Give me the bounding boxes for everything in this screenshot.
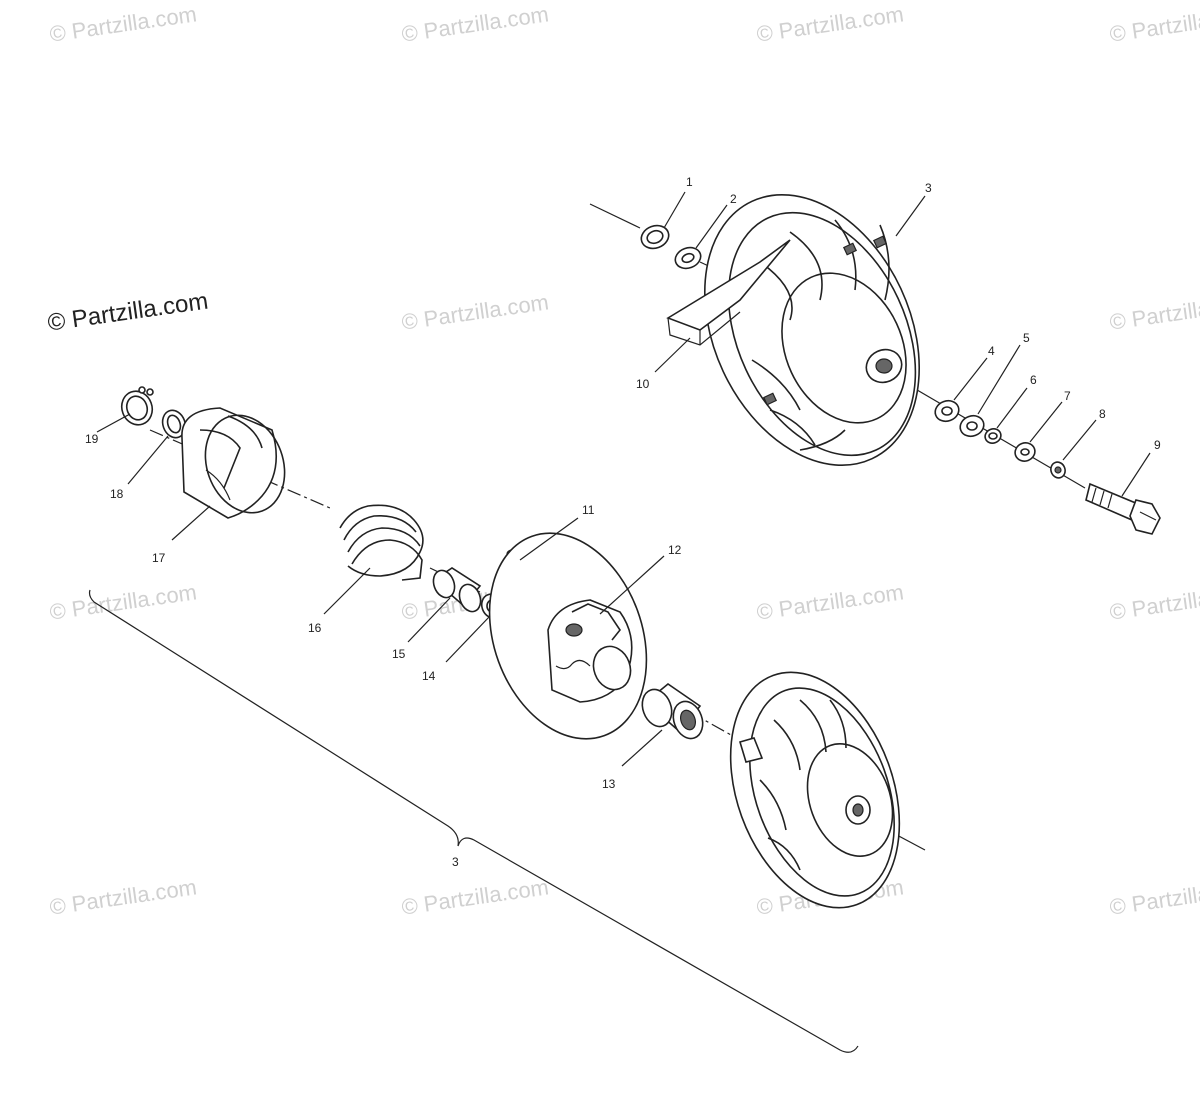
callout-6: 6 bbox=[1030, 373, 1037, 387]
stationary-sheave bbox=[729, 671, 901, 909]
callout-14: 14 bbox=[422, 669, 436, 683]
callout-15: 15 bbox=[392, 647, 406, 661]
part-3-sheave bbox=[704, 194, 920, 466]
callout-10: 10 bbox=[636, 377, 650, 391]
upper-assembly bbox=[589, 194, 1161, 535]
part-10-wear-pad bbox=[666, 239, 791, 346]
callout-18: 18 bbox=[110, 487, 124, 501]
part-1-bushing bbox=[640, 224, 670, 250]
part-16-spring bbox=[339, 504, 424, 581]
callout-13: 13 bbox=[602, 777, 616, 791]
part-15-bushing bbox=[432, 567, 482, 613]
callout-19: 19 bbox=[85, 432, 99, 446]
part-12-roller-hub bbox=[547, 599, 633, 703]
part-18-washer bbox=[161, 409, 187, 439]
part-6-oring bbox=[984, 428, 1002, 444]
callout-12: 12 bbox=[668, 543, 682, 557]
callout-1: 1 bbox=[686, 175, 693, 189]
callout-5: 5 bbox=[1023, 331, 1030, 345]
part-2-washer bbox=[674, 246, 702, 270]
callout-11: 11 bbox=[582, 503, 595, 517]
part-13-bearing bbox=[641, 683, 704, 740]
leader-lines bbox=[96, 191, 1151, 767]
part-9-bolt bbox=[1085, 482, 1161, 535]
callout-4: 4 bbox=[988, 344, 995, 358]
callout-9: 9 bbox=[1154, 438, 1161, 452]
callout-2: 2 bbox=[730, 192, 737, 206]
callout-assembly-3: 3 bbox=[452, 855, 459, 869]
lower-assembly bbox=[120, 386, 926, 909]
callout-3: 3 bbox=[925, 181, 932, 195]
part-5-washer bbox=[959, 414, 985, 438]
part-4-washer bbox=[934, 399, 960, 423]
callouts: 1 2 3 10 4 5 6 7 8 9 11 12 13 14 15 16 1… bbox=[85, 175, 1161, 869]
callout-7: 7 bbox=[1064, 389, 1071, 403]
part-8-lock-washer bbox=[1050, 461, 1066, 479]
part-17-helix-cam bbox=[181, 407, 286, 519]
part-7-washer bbox=[1014, 442, 1036, 462]
callout-16: 16 bbox=[308, 621, 322, 635]
callout-17: 17 bbox=[152, 551, 166, 565]
part-19-snap-ring bbox=[120, 386, 154, 426]
callout-8: 8 bbox=[1099, 407, 1106, 421]
assembly-brace bbox=[88, 589, 859, 1053]
